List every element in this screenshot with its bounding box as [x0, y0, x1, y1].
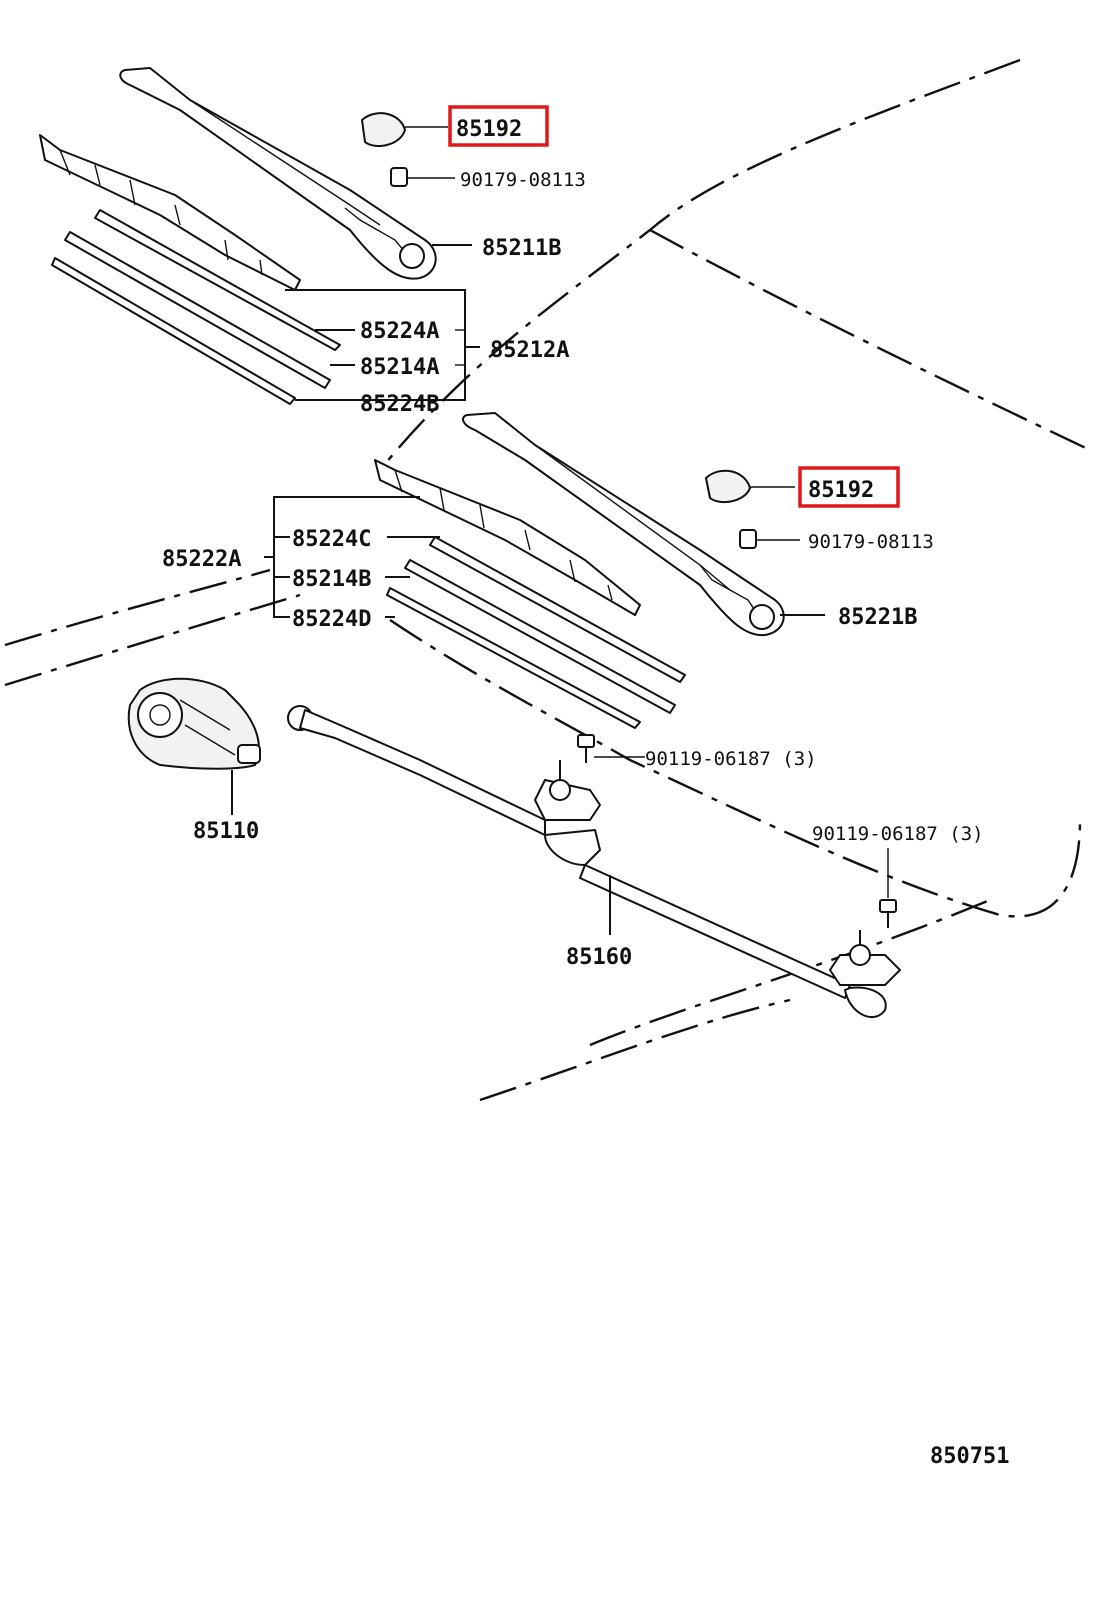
highlight-cap-lower [798, 466, 900, 508]
wiper-cap-lower [705, 469, 795, 504]
wiper-nut-lower [739, 529, 800, 549]
label-cap-upper: 85192 [456, 117, 522, 142]
highlight-cap-upper [448, 105, 549, 147]
wiper-cap-upper [361, 112, 448, 147]
bracket-upper [285, 289, 480, 401]
label-nut-upper: 90179-08113 [460, 169, 586, 191]
wiper-blade-upper [39, 134, 341, 405]
windshield-outline [4, 58, 1091, 1102]
wiper-arm-lower [462, 412, 785, 637]
label-cap-lower: 85192 [808, 478, 874, 503]
label-bolt-center: 90119-06187 (3) [645, 748, 817, 770]
label-rubber-upper-c: 85224B [360, 392, 439, 417]
figure-number: 850751 [930, 1444, 1009, 1469]
label-motor: 85110 [193, 819, 259, 844]
label-rubber-lower-c: 85224C [292, 527, 371, 552]
label-nut-lower: 90179-08113 [808, 531, 934, 553]
bracket-lower [264, 496, 440, 618]
wiper-blade-lower [374, 459, 686, 729]
bolt-right [879, 848, 897, 928]
wiper-link [287, 705, 901, 1019]
wiper-motor [127, 677, 261, 815]
wiper-arm-upper [119, 67, 437, 280]
label-blade-asm-upper: 85212A [490, 338, 569, 363]
label-arm-lower: 85221B [838, 605, 917, 630]
label-rubber-lower-d: 85224D [292, 607, 371, 632]
label-bolt-right: 90119-06187 (3) [812, 823, 984, 845]
label-rubber-lower-b: 85214B [292, 567, 371, 592]
label-arm-upper: 85211B [482, 236, 561, 261]
wiper-nut-upper [390, 167, 455, 187]
label-rubber-upper-a: 85224A [360, 319, 439, 344]
label-blade-asm-lower: 85222A [162, 547, 241, 572]
label-rubber-upper-b: 85214A [360, 355, 439, 380]
bolt-center [577, 734, 645, 763]
label-link: 85160 [566, 945, 632, 970]
